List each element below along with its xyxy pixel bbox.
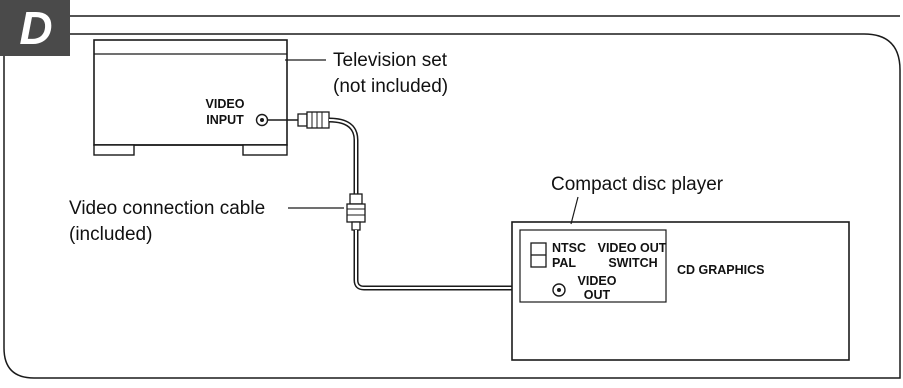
switch-option-pal: PAL xyxy=(552,256,576,270)
cd-callout: Compact disc player xyxy=(551,174,724,195)
rca-plug-middle xyxy=(346,193,366,231)
mid-plug-top xyxy=(349,193,363,205)
section-badge: D xyxy=(0,0,70,56)
section-badge-bg xyxy=(0,0,70,56)
tv-callout-1: Television set xyxy=(333,50,448,71)
tv-jack-label-1: VIDEO xyxy=(206,97,245,111)
video-input-jack-center xyxy=(260,118,264,122)
plug-collar xyxy=(297,113,308,127)
mid-plug-body xyxy=(346,203,366,223)
panel-frame xyxy=(3,33,901,379)
switch-option-ntsc: NTSC xyxy=(552,241,586,255)
tv-right-foot xyxy=(242,144,288,156)
tv-callout-2: (not included) xyxy=(333,76,448,97)
cable-upper-inner xyxy=(328,119,357,196)
television-set: VIDEO INPUT xyxy=(93,39,288,156)
cd-callout-line xyxy=(570,196,579,225)
video-out-jack-center xyxy=(557,288,561,292)
section-letter: D xyxy=(19,2,52,54)
switch-label-1: VIDEO OUT xyxy=(598,241,667,255)
video-out-label-1: VIDEO xyxy=(578,274,617,288)
cd-player: NTSC PAL VIDEO OUT SWITCH VIDEO OUT CD G… xyxy=(511,221,850,361)
cd-graphics-logo: CD GRAPHICS xyxy=(677,263,765,277)
cable-lower-inner xyxy=(355,230,552,289)
mid-plug-tip xyxy=(351,221,361,231)
cable-callout-1: Video connection cable xyxy=(69,198,265,219)
rca-plug-tv-end xyxy=(268,111,330,129)
cable-callout-2: (included) xyxy=(69,224,152,245)
switch-label-2: SWITCH xyxy=(608,256,657,270)
tv-left-foot xyxy=(93,144,135,156)
cable-upper-outer xyxy=(328,117,359,196)
tv-body xyxy=(93,39,288,146)
plug-body xyxy=(306,111,330,129)
tv-jack-label-2: INPUT xyxy=(206,113,244,127)
video-out-label-2: OUT xyxy=(584,288,611,302)
